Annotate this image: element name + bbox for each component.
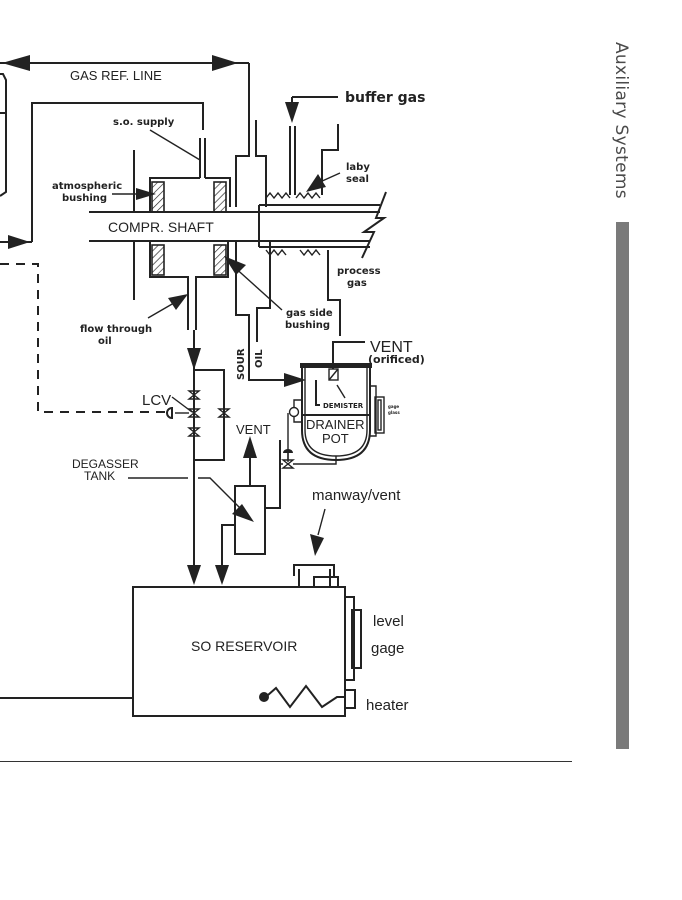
arrow-up-right-icon <box>168 294 188 310</box>
vent-orificed-label-1: VENT <box>370 339 413 356</box>
arrow-up-icon <box>243 436 257 458</box>
degasser-vent: VENT <box>236 422 271 485</box>
gas-ref-line: GAS REF. LINE <box>0 55 250 120</box>
level-gage <box>351 609 362 669</box>
drainer-pot-lid <box>300 363 372 368</box>
gas-side-bushing-label-2: bushing <box>285 320 330 331</box>
gas-side-bushing-callout: gas side bushing <box>224 256 333 331</box>
sour-oil-label-1: SOUR <box>236 348 247 380</box>
arrow-down-icon <box>285 102 299 123</box>
arrow-down-left-icon <box>306 174 326 192</box>
gas-ref-line-label: GAS REF. LINE <box>70 68 162 83</box>
arrow-right-icon <box>136 188 156 200</box>
arrow-down-icon <box>187 348 201 370</box>
heater-coil-icon <box>267 684 345 709</box>
seal-housing: atmospheric bushing <box>52 150 231 330</box>
arrow-down-icon <box>215 565 229 585</box>
gage-glass <box>374 396 385 434</box>
atmospheric-bushing-top <box>151 181 165 213</box>
valve-icon[interactable] <box>187 427 201 437</box>
buffer-gas-line: buffer gas <box>285 90 425 195</box>
sour-oil-label: SOUR OIL <box>236 348 265 380</box>
gas-side-bushing-top <box>213 181 227 213</box>
arrow-left-icon <box>2 55 30 71</box>
sour-oil-annulus <box>235 120 306 387</box>
level-gage-label-2: gage <box>371 640 404 657</box>
flow-through-oil-label-2: oil <box>98 336 112 347</box>
lcv-valve-icon[interactable] <box>166 406 201 420</box>
gage-glass-label-1: gage <box>388 404 399 409</box>
arrow-down-right-icon <box>232 504 254 522</box>
gage-glass-label-2: glass <box>388 410 400 415</box>
arrow-up-left-icon <box>224 256 246 275</box>
so-reservoir-label: SO RESERVOIR <box>191 638 297 654</box>
so-supply-line: s.o. supply <box>0 102 206 249</box>
footer-rule <box>0 761 572 762</box>
arrow-right-icon <box>212 55 238 71</box>
buffer-gas-label: buffer gas <box>345 90 425 106</box>
process-gas-label-2: gas <box>347 278 367 289</box>
manway-vent-label: manway/vent <box>312 487 401 504</box>
arrow-down-icon <box>310 534 324 556</box>
heater-label: heater <box>366 697 409 714</box>
compr-shaft-label: COMPR. SHAFT <box>108 219 214 235</box>
level-gage-label-1: level <box>373 613 404 630</box>
degasser-tank: DEGASSER TANK <box>72 440 281 585</box>
demister-label: DEMISTER <box>323 402 364 410</box>
sour-oil-label-2: OIL <box>254 349 265 368</box>
gas-side-bushing-label-1: gas side <box>286 308 333 319</box>
level-controller-icon <box>288 406 300 418</box>
laby-seal-label-2: seal <box>346 174 369 185</box>
flow-through-oil: flow through oil <box>80 294 201 580</box>
atmospheric-bushing-label-2: bushing <box>62 193 107 204</box>
drainer-pot-label-2: POT <box>322 431 349 446</box>
heater-terminal-icon <box>259 692 269 702</box>
arrow-right-icon <box>284 373 306 387</box>
flow-through-oil-label-1: flow through <box>80 324 152 335</box>
atmospheric-bushing-label-1: atmospheric <box>52 181 122 192</box>
lcv-label: LCV <box>142 392 171 409</box>
bypass-valve-icon[interactable] <box>217 408 231 418</box>
valve-icon[interactable] <box>187 390 201 400</box>
gas-side-bushing-bottom <box>213 244 227 276</box>
laby-seal-label-1: laby <box>346 162 370 173</box>
atmospheric-bushing-bottom <box>151 244 165 276</box>
compressor-shaft: COMPR. SHAFT process gas <box>89 191 388 289</box>
vent-label: VENT <box>236 422 271 437</box>
degasser-tank-label-1: DEGASSER <box>72 457 139 471</box>
section-color-bar <box>616 222 629 749</box>
lcv-valve-group: LCV <box>142 369 231 461</box>
drain-valve-icon[interactable] <box>281 449 295 469</box>
so-reservoir: SO RESERVOIR level gage heater <box>0 576 409 717</box>
section-title: Auxiliary Systems <box>611 42 631 199</box>
manway-vent: manway/vent <box>293 487 401 587</box>
drainer-pot-label-1: DRAINER <box>306 417 365 432</box>
degasser-tank-label-2: TANK <box>84 469 115 483</box>
left-equipment-partial <box>0 73 7 197</box>
so-reservoir-tank <box>132 586 346 717</box>
arrow-right-icon <box>8 235 30 249</box>
lcv-signal-line <box>0 263 165 413</box>
arrow-down-icon <box>187 565 201 585</box>
vent-orificed-label-2: (orificed) <box>368 353 425 366</box>
so-supply-label: s.o. supply <box>113 117 175 128</box>
process-gas-label-1: process <box>337 266 381 277</box>
drainer-pot: DEMISTER DRAINER POT VENT (orificed) gag… <box>280 339 425 469</box>
laby-seal: laby seal <box>265 124 370 336</box>
